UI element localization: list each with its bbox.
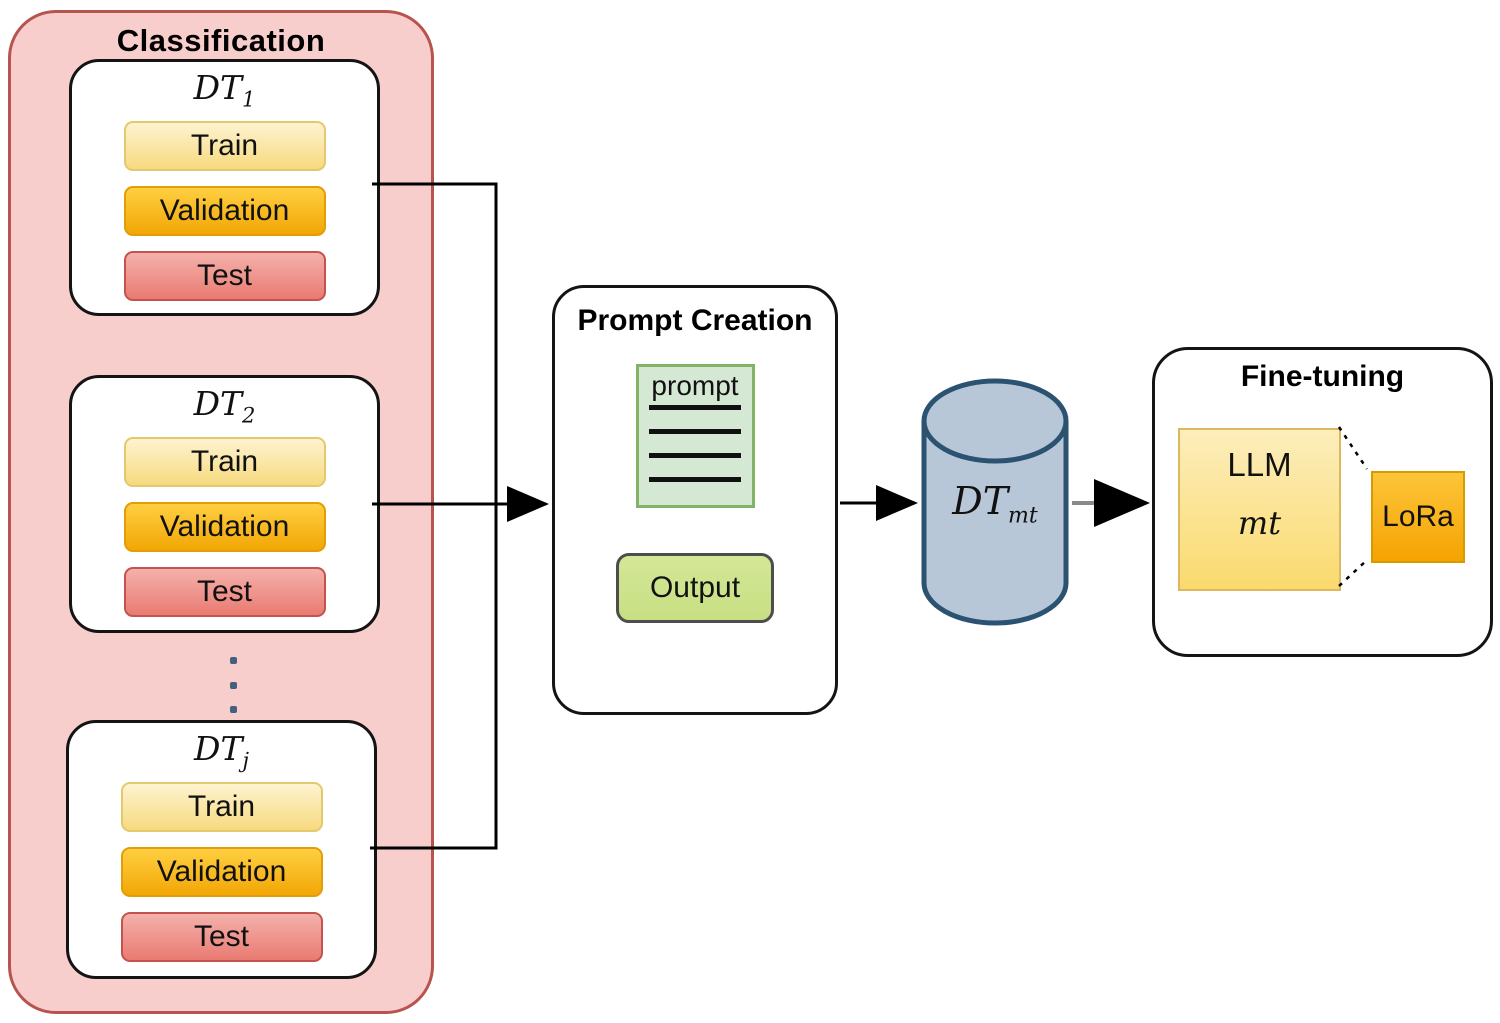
train-chip: Train bbox=[123, 120, 326, 171]
dataset-title: DT2 bbox=[193, 384, 256, 428]
fine-tuning-title: Fine-tuning bbox=[1240, 360, 1405, 393]
llm-sublabel: mt bbox=[1237, 504, 1282, 542]
dataset-box-dt1: DT1 Train Validation Test bbox=[69, 59, 380, 316]
dataset-title-sub: 1 bbox=[242, 87, 256, 112]
dataset-title: DT1 bbox=[193, 68, 256, 112]
prompt-document-icon: prompt bbox=[635, 364, 755, 508]
dataset-title-base: DT bbox=[193, 68, 243, 107]
ellipsis-dot bbox=[229, 681, 237, 689]
validation-chip: Validation bbox=[123, 501, 326, 552]
ellipsis-dot bbox=[229, 706, 237, 713]
split-stack: Train Validation Test bbox=[120, 781, 323, 962]
output-button: Output bbox=[616, 553, 774, 623]
split-stack: Train Validation Test bbox=[123, 436, 326, 617]
train-chip: Train bbox=[123, 436, 326, 487]
dataset-box-dt2: DT2 Train Validation Test bbox=[69, 375, 380, 633]
split-stack: Train Validation Test bbox=[123, 120, 326, 301]
test-chip: Test bbox=[123, 566, 326, 617]
dataset-title-sub: 2 bbox=[242, 403, 256, 428]
classification-title: Classification bbox=[116, 23, 326, 58]
test-chip: Test bbox=[120, 911, 323, 962]
train-chip: Train bbox=[120, 781, 323, 832]
document-line bbox=[649, 477, 741, 483]
dataset-title-base: DT bbox=[193, 384, 243, 423]
dataset-title-base: DT bbox=[194, 729, 243, 768]
prompt-document-label: prompt bbox=[651, 370, 739, 401]
llm-box: LLM mt bbox=[1178, 428, 1341, 591]
validation-chip: Validation bbox=[123, 185, 326, 236]
prompt-creation-title: Prompt Creation bbox=[577, 304, 813, 337]
ellipsis-dot bbox=[229, 657, 237, 664]
document-line bbox=[649, 453, 741, 459]
dataset-box-dtj: DTj Train Validation Test bbox=[66, 720, 377, 979]
vertical-ellipsis-icon bbox=[215, 657, 251, 713]
dataset-title: DTj bbox=[194, 729, 249, 773]
document-line bbox=[649, 429, 741, 435]
document-text-lines bbox=[649, 405, 741, 483]
prompt-creation-box: Prompt Creation prompt Output bbox=[552, 285, 838, 715]
classification-container: Classification DT1 Train Validation Test… bbox=[8, 10, 434, 1014]
test-chip: Test bbox=[123, 250, 326, 301]
document-line bbox=[649, 405, 741, 411]
database-label-base: DT bbox=[952, 479, 1009, 523]
lora-box: LoRa bbox=[1371, 471, 1465, 563]
dataset-title-sub: j bbox=[242, 748, 249, 773]
cylinder-shape bbox=[921, 378, 1069, 626]
fine-tuning-box: Fine-tuning LLM mt LoRa bbox=[1152, 347, 1493, 657]
llm-label: LLM bbox=[1227, 446, 1292, 483]
database-cylinder-icon: DTmt bbox=[920, 377, 1070, 629]
database-label: DTmt bbox=[920, 479, 1070, 529]
database-label-sub: mt bbox=[1008, 503, 1038, 529]
validation-chip: Validation bbox=[120, 846, 323, 897]
